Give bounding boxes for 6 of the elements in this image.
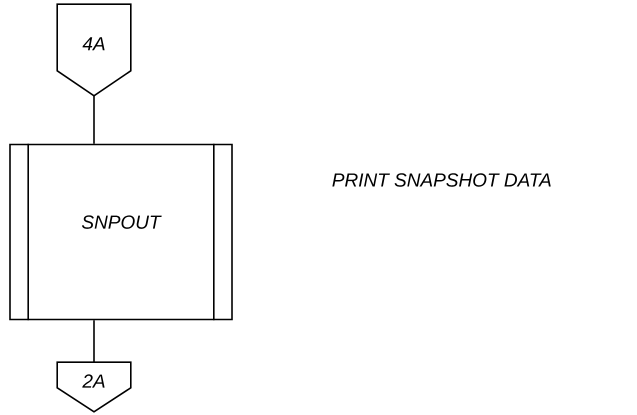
connector-line [93, 320, 95, 362]
predefined-process-box: SNPOUT [9, 144, 233, 320]
off-page-connector: 4A [56, 3, 132, 97]
note-text: PRINT SNAPSHOT DATA [332, 173, 551, 187]
off-page-connector: 2A [56, 361, 132, 413]
connector-line [93, 96, 95, 144]
